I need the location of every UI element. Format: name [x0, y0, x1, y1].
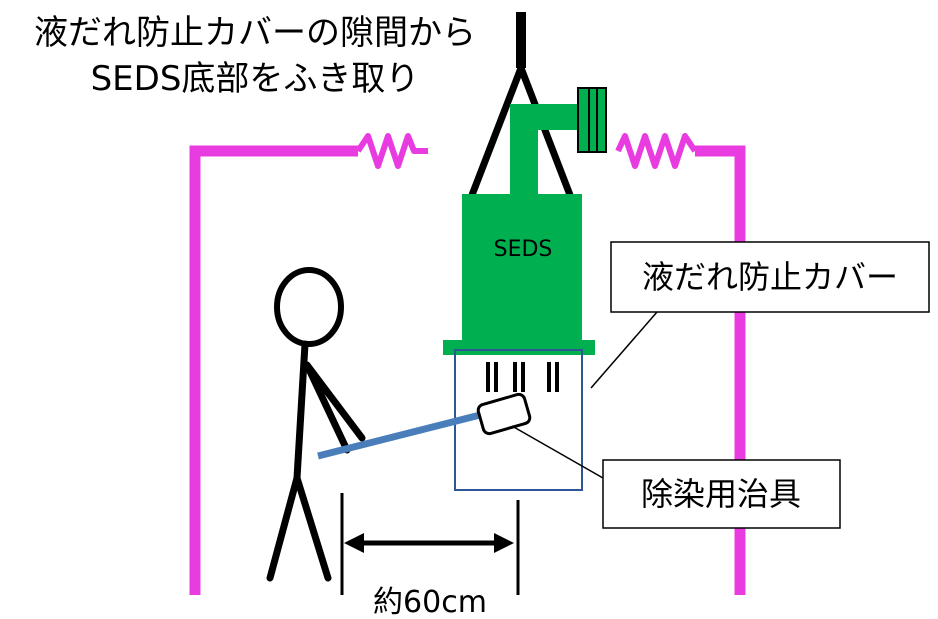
cover-callout-box [610, 241, 930, 313]
left-spring [355, 133, 428, 169]
worker-figure [266, 267, 366, 582]
caption-line-1: 液だれ防止カバーの隙間から [34, 13, 476, 53]
distance-label: 約60cm [373, 585, 487, 619]
seds-label: SEDS [494, 237, 553, 262]
tool-callout-label: 除染用治具 [641, 475, 801, 513]
suspension-rope [468, 12, 574, 197]
right-wall [615, 133, 746, 595]
cover-callout-label: 液だれ防止カバー [642, 258, 898, 296]
right-spring [615, 133, 698, 169]
seds-nozzles [486, 362, 559, 392]
caption-line-2: SEDS底部をふき取り [91, 59, 420, 99]
tool-callout-box [602, 459, 841, 529]
seds-device [443, 87, 607, 355]
cover-callout-leader [590, 311, 658, 389]
tool-callout-leader [511, 425, 604, 479]
decontamination-tool [317, 392, 532, 460]
left-wall [189, 133, 428, 595]
distance-dimension [340, 493, 520, 595]
